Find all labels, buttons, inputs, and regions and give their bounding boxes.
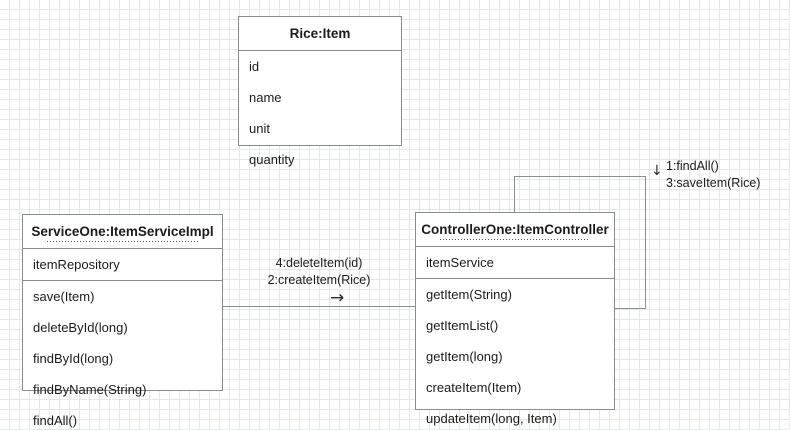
class-attributes-rice-item: id name unit quantity	[239, 51, 401, 175]
class-method-row: getItem(String)	[426, 286, 512, 302]
class-method-row: save(Item)	[33, 288, 95, 304]
class-title-rice-item: Rice:Item	[239, 17, 401, 51]
class-attribute-row: itemRepository	[33, 256, 120, 272]
connector-horizontal-label-2: 2:createItem(Rice)	[267, 273, 371, 287]
connector-horizontal-line	[222, 306, 416, 307]
class-attribute-row: unit	[249, 120, 270, 136]
class-methods-service-one: save(Item) deleteById(long) findById(lon…	[23, 281, 222, 430]
connector-horizontal-label-1: 4:deleteItem(id)	[275, 256, 363, 270]
class-method-row: findByName(String)	[33, 381, 147, 397]
class-methods-controller-one: getItem(String) getItemList() getItem(lo…	[416, 279, 614, 430]
class-title-controller-one: ControllerOne:ItemController	[416, 213, 614, 247]
class-method-row: updateItem(long, Item)	[426, 410, 557, 426]
connector-loop-left-vertical	[514, 176, 515, 214]
class-title-service-one: ServiceOne:ItemServiceImpl	[23, 215, 222, 249]
class-attribute-row: name	[249, 89, 282, 105]
class-attributes-controller-one: itemService	[416, 247, 614, 279]
class-attribute-row: quantity	[249, 151, 295, 167]
class-box-service-one[interactable]: ServiceOne:ItemServiceImpl itemRepositor…	[22, 214, 223, 427]
class-method-row: getItemList()	[426, 317, 499, 333]
connector-loop-label-1: 1:findAll()	[666, 159, 719, 173]
class-method-row: findAll()	[33, 412, 78, 428]
class-method-row: createItem(Item)	[426, 379, 522, 395]
class-box-controller-one[interactable]: ControllerOne:ItemController itemService…	[415, 212, 615, 425]
connector-loop-label-2: 3:saveItem(Rice)	[666, 176, 761, 190]
class-method-row: deleteById(long)	[33, 319, 128, 335]
connector-loop-top-horizontal	[514, 176, 646, 177]
connector-loop-bottom-horizontal	[614, 308, 646, 309]
connector-loop-right-vertical	[645, 176, 646, 309]
class-attributes-service-one: itemRepository	[23, 249, 222, 281]
class-method-row: findById(long)	[33, 350, 114, 366]
connector-right-arrow-icon: →	[330, 288, 345, 308]
class-attribute-row: itemService	[426, 254, 494, 270]
class-attribute-row: id	[249, 58, 260, 74]
connector-loop-down-arrow-icon: ↓	[651, 163, 663, 179]
class-method-row: getItem(long)	[426, 348, 503, 364]
class-box-rice-item[interactable]: Rice:Item id name unit quantity	[238, 16, 402, 166]
